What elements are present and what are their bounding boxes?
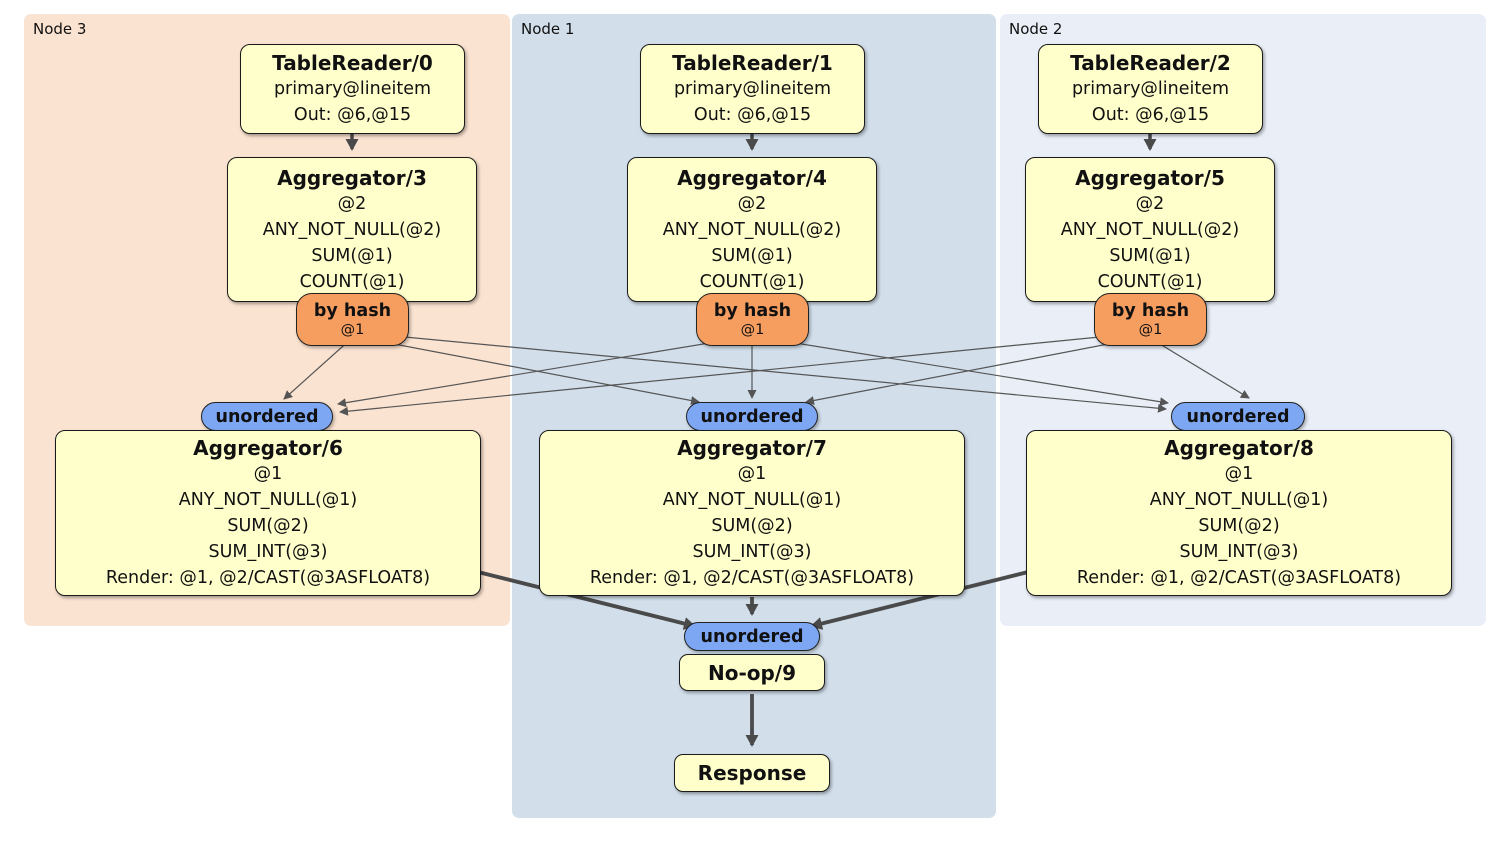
router-label: unordered <box>1186 406 1290 427</box>
processor-title: Aggregator/3 <box>277 165 427 190</box>
router-label: unordered <box>700 626 804 647</box>
processor-line: SUM_INT(@3) <box>1179 542 1299 562</box>
node2-region-label: Node 2 <box>1009 20 1063 38</box>
processor-line: @1 <box>253 464 283 484</box>
processor-title: Aggregator/7 <box>677 436 827 460</box>
processor-line: SUM(@1) <box>1109 245 1191 266</box>
noop-9-box: No-op/9 <box>679 654 825 691</box>
final-unordered-router: unordered <box>684 622 820 651</box>
processor-title: Aggregator/8 <box>1164 436 1314 460</box>
processor-line: primary@lineitem <box>1071 79 1230 99</box>
response-box: Response <box>674 754 830 792</box>
processor-line: SUM(@1) <box>711 245 793 266</box>
processor-line: Render: @1, @2/CAST(@3ASFLOAT8) <box>589 568 915 588</box>
tablereader-0-box: TableReader/0 primary@lineitem Out: @6,@… <box>240 44 465 134</box>
unordered-router-node2: unordered <box>1171 402 1305 431</box>
processor-line: SUM(@2) <box>227 516 309 536</box>
aggregator-8-box: Aggregator/8 @1 ANY_NOT_NULL(@1) SUM(@2)… <box>1026 430 1452 596</box>
processor-line: SUM(@2) <box>711 516 793 536</box>
aggregator-7-box: Aggregator/7 @1 ANY_NOT_NULL(@1) SUM(@2)… <box>539 430 965 596</box>
processor-line: Out: @6,@15 <box>1091 105 1210 125</box>
hash-router-node2: by hash @1 <box>1094 293 1207 346</box>
processor-title: TableReader/2 <box>1070 51 1231 75</box>
processor-title: No-op/9 <box>707 660 797 685</box>
aggregator-4-box: Aggregator/4 @2 ANY_NOT_NULL(@2) SUM(@1)… <box>627 157 877 302</box>
unordered-router-node3: unordered <box>201 402 333 431</box>
processor-line: ANY_NOT_NULL(@2) <box>662 219 842 240</box>
processor-line: @2 <box>337 193 367 214</box>
tablereader-1-box: TableReader/1 primary@lineitem Out: @6,@… <box>640 44 865 134</box>
processor-line: COUNT(@1) <box>699 271 805 292</box>
processor-line: Render: @1, @2/CAST(@3ASFLOAT8) <box>105 568 431 588</box>
processor-line: ANY_NOT_NULL(@2) <box>262 219 442 240</box>
processor-line: ANY_NOT_NULL(@1) <box>662 490 842 510</box>
processor-line: Out: @6,@15 <box>693 105 812 125</box>
processor-line: SUM_INT(@3) <box>208 542 328 562</box>
processor-line: primary@lineitem <box>673 79 832 99</box>
processor-line: ANY_NOT_NULL(@1) <box>178 490 358 510</box>
processor-title: TableReader/0 <box>272 51 433 75</box>
processor-line: ANY_NOT_NULL(@1) <box>1149 490 1329 510</box>
processor-line: @2 <box>737 193 767 214</box>
router-detail: @1 <box>340 321 365 338</box>
processor-line: @1 <box>737 464 767 484</box>
node1-region-label: Node 1 <box>521 20 575 38</box>
processor-line: ANY_NOT_NULL(@2) <box>1060 219 1240 240</box>
processor-line: COUNT(@1) <box>1097 271 1203 292</box>
aggregator-6-box: Aggregator/6 @1 ANY_NOT_NULL(@1) SUM(@2)… <box>55 430 481 596</box>
processor-line: @1 <box>1224 464 1254 484</box>
router-detail: @1 <box>1138 321 1163 338</box>
router-label: by hash <box>713 300 792 321</box>
processor-title: Aggregator/6 <box>193 436 343 460</box>
processor-line: primary@lineitem <box>273 79 432 99</box>
node3-region-label: Node 3 <box>33 20 87 38</box>
processor-line: SUM_INT(@3) <box>692 542 812 562</box>
processor-line: SUM(@1) <box>311 245 393 266</box>
processor-title: Aggregator/5 <box>1075 165 1225 190</box>
processor-line: @2 <box>1135 193 1165 214</box>
router-label: unordered <box>700 406 804 427</box>
aggregator-3-box: Aggregator/3 @2 ANY_NOT_NULL(@2) SUM(@1)… <box>227 157 477 302</box>
processor-line: COUNT(@1) <box>299 271 405 292</box>
unordered-router-node1: unordered <box>686 402 818 431</box>
router-label: by hash <box>313 300 392 321</box>
router-label: by hash <box>1111 300 1190 321</box>
processor-line: Render: @1, @2/CAST(@3ASFLOAT8) <box>1076 568 1402 588</box>
processor-title: Response <box>697 761 807 785</box>
hash-router-node1: by hash @1 <box>696 293 809 346</box>
processor-title: TableReader/1 <box>672 51 833 75</box>
hash-router-node3: by hash @1 <box>296 293 409 346</box>
processor-line: SUM(@2) <box>1198 516 1280 536</box>
tablereader-2-box: TableReader/2 primary@lineitem Out: @6,@… <box>1038 44 1263 134</box>
aggregator-5-box: Aggregator/5 @2 ANY_NOT_NULL(@2) SUM(@1)… <box>1025 157 1275 302</box>
router-label: unordered <box>215 406 319 427</box>
router-detail: @1 <box>740 321 765 338</box>
processor-line: Out: @6,@15 <box>293 105 412 125</box>
processor-title: Aggregator/4 <box>677 165 827 190</box>
